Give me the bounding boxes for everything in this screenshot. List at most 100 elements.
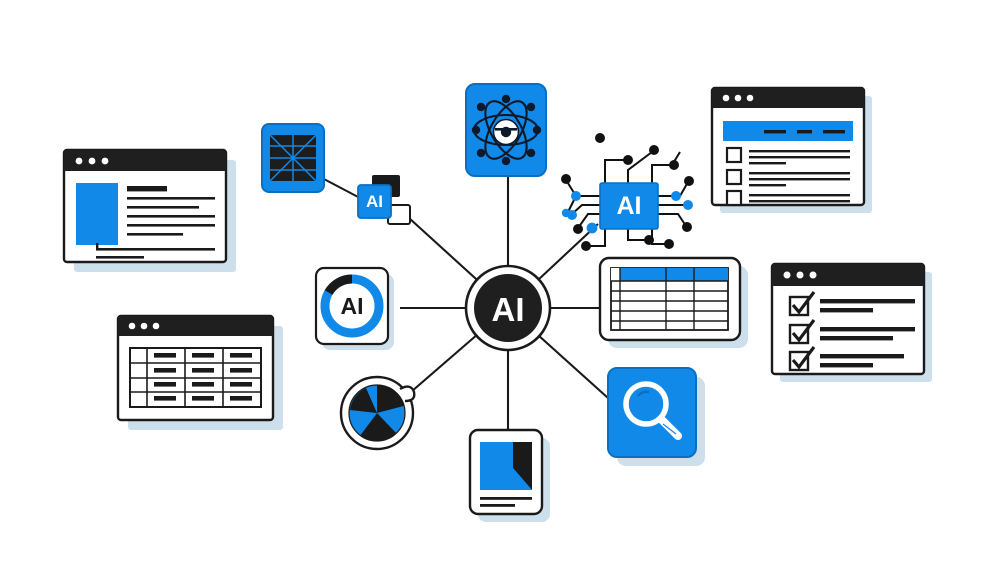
checklist-line [820, 308, 873, 313]
window-traffic-lights[interactable] [128, 322, 160, 330]
checkbox-checked[interactable] [788, 350, 810, 372]
pie-slice-dark-1 [377, 385, 404, 413]
window-dot-2[interactable] [796, 271, 804, 279]
neural-node [526, 102, 536, 112]
ai-donut-chart-card[interactable]: AI [314, 266, 394, 350]
checklist-rows[interactable] [788, 291, 915, 372]
pie-slice-dark-2 [359, 413, 396, 441]
hub-core [474, 274, 542, 342]
pie-slice-blue-1 [377, 406, 405, 433]
trace-dot-dark [573, 224, 583, 234]
data-grid-values [154, 353, 252, 401]
window-dot-1[interactable] [128, 322, 136, 330]
trace-dot-dark [664, 239, 674, 249]
trace-dot-dark [644, 235, 654, 245]
badge-ai-label: AI [366, 192, 383, 211]
window-traffic-lights[interactable] [722, 94, 754, 102]
neural-node [501, 94, 511, 104]
nav-bar[interactable] [723, 121, 853, 141]
browser-window-checklist[interactable] [770, 262, 932, 382]
article-body-line [127, 233, 183, 236]
nav-item-dash [764, 130, 786, 134]
window-dot-2[interactable] [88, 157, 96, 165]
window-traffic-lights[interactable] [75, 157, 109, 165]
trace-dot-dark [561, 174, 571, 184]
magnifier-lens [623, 381, 669, 427]
search-magnifier-tile[interactable] [607, 367, 705, 466]
article-footer-line [96, 256, 144, 259]
checklist-line [820, 363, 873, 368]
window-traffic-lights[interactable] [783, 271, 817, 279]
window-dot-3[interactable] [746, 94, 754, 102]
chip-ai-label: AI [617, 192, 642, 220]
trace-dot-dark [623, 155, 633, 165]
form-checkbox-rows[interactable] [725, 146, 850, 207]
checklist-line [820, 327, 915, 332]
neural-node [532, 125, 542, 135]
trace-dot-dark [581, 241, 591, 251]
checklist-line [820, 336, 893, 341]
checkbox-checked[interactable] [788, 295, 810, 317]
form-row-line [749, 194, 850, 197]
browser-window-form-checkboxes[interactable] [710, 86, 872, 213]
ai-badge-stack[interactable]: AI [357, 175, 411, 225]
window-titlebar [772, 264, 924, 286]
chip-trace-dots [561, 133, 694, 251]
checklist-row[interactable] [788, 291, 915, 317]
window-dot-1[interactable] [722, 94, 730, 102]
pie-slices [349, 385, 405, 441]
magnifier-handle-outline [662, 423, 677, 435]
checklist-row[interactable] [788, 319, 915, 345]
checklist-row[interactable] [788, 346, 904, 372]
neural-node [526, 148, 536, 158]
data-grid[interactable] [129, 347, 262, 408]
neural-node [471, 125, 481, 135]
window-titlebar [712, 88, 864, 108]
caption-line [480, 504, 515, 507]
header-cell [694, 268, 728, 281]
header-cell [666, 268, 694, 281]
trace-dot-dark [649, 145, 659, 155]
trace-dot-blue [586, 222, 598, 234]
window-dot-1[interactable] [783, 271, 791, 279]
central-ai-hub[interactable]: AI [464, 264, 552, 352]
pie-chart-lens[interactable] [339, 375, 416, 451]
trace-dot-dark [595, 133, 605, 143]
grid-pattern-tile[interactable] [261, 123, 325, 193]
nav-bar-items[interactable] [764, 130, 845, 134]
window-dot-3[interactable] [809, 271, 817, 279]
neural-network-eye-tile[interactable] [465, 83, 547, 177]
form-row-line [749, 150, 850, 153]
window-dot-1[interactable] [75, 157, 83, 165]
checkbox-unchecked[interactable] [725, 146, 743, 164]
form-row-line [749, 184, 786, 187]
ai-chip-circuit[interactable]: AI [561, 133, 694, 251]
checkbox-unchecked[interactable] [725, 168, 743, 186]
neural-node [476, 148, 486, 158]
orbit-3 [484, 100, 528, 160]
chip-body [599, 182, 659, 230]
donut-ring-dark-segment [324, 274, 353, 296]
browser-window-data-table[interactable] [116, 314, 283, 430]
orbit-2 [484, 100, 528, 160]
spreadsheet-table-card[interactable] [598, 256, 748, 348]
checkbox-checked[interactable] [788, 323, 810, 345]
window-dot-3[interactable] [101, 157, 109, 165]
article-footer-line [96, 248, 215, 251]
window-titlebar [118, 316, 273, 336]
neural-node [476, 102, 486, 112]
article-text-lines [96, 186, 215, 259]
article-body-line [127, 215, 215, 218]
form-row-line [749, 172, 850, 175]
window-dot-3[interactable] [152, 322, 160, 330]
window-dot-2[interactable] [734, 94, 742, 102]
pie-slice-dark-3 [350, 388, 377, 413]
browser-window-article[interactable] [62, 148, 236, 272]
article-body-line [127, 197, 215, 200]
thumbnail-blue-wedge [480, 476, 532, 490]
image-document-card[interactable] [468, 428, 550, 522]
checkbox-unchecked[interactable] [725, 189, 743, 207]
window-dot-2[interactable] [140, 322, 148, 330]
nav-item-dash [823, 130, 845, 134]
